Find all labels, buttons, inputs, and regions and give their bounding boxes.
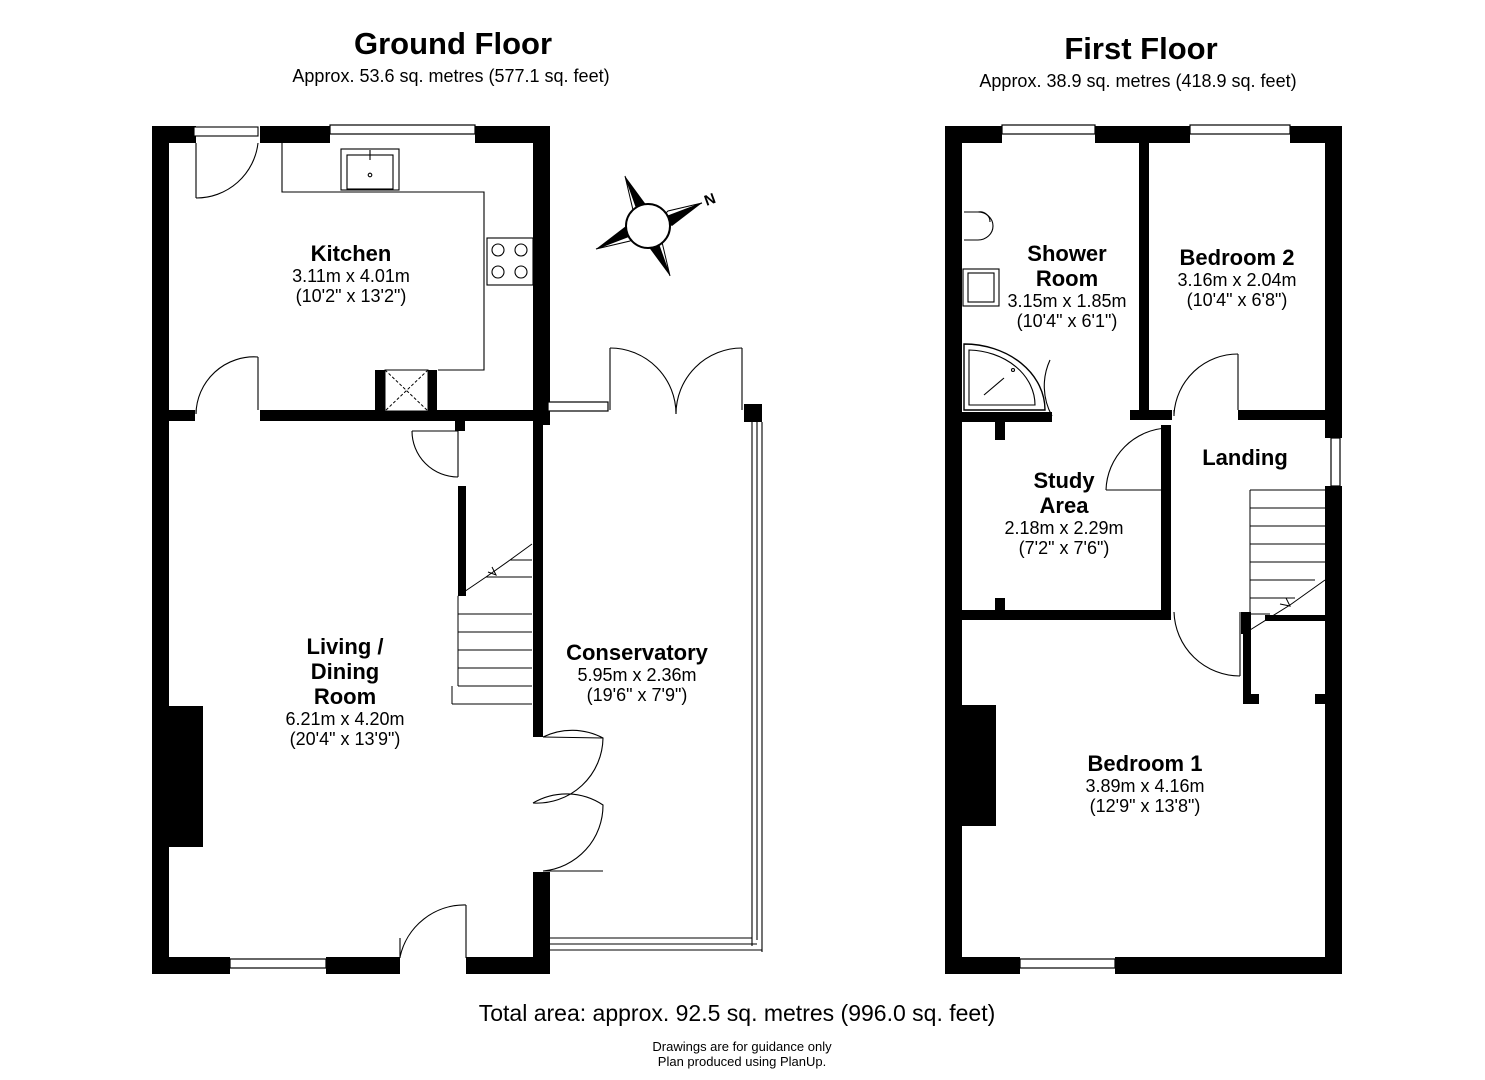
ground-floor-walls bbox=[152, 126, 762, 974]
room-size-imperial: (10'2" x 13'2") bbox=[295, 286, 407, 306]
ground-floor-plan bbox=[152, 124, 763, 974]
room-size-imperial: (10'4" x 6'1") bbox=[1016, 311, 1118, 331]
room-name-line: Study bbox=[1033, 468, 1095, 493]
produced-by-note: Plan produced using PlanUp. bbox=[657, 1054, 827, 1069]
room-label-landing: Landing bbox=[1202, 445, 1288, 470]
room-name: Landing bbox=[1202, 445, 1288, 470]
room-size-metric: 5.95m x 2.36m bbox=[577, 665, 697, 685]
room-name: Bedroom 1 bbox=[1087, 751, 1203, 776]
room-size-metric: 3.11m x 4.01m bbox=[292, 266, 410, 286]
room-name: Kitchen bbox=[310, 241, 392, 266]
first-floor-windows bbox=[1001, 124, 1341, 969]
total-area: Total area: approx. 92.5 sq. metres (996… bbox=[478, 1000, 996, 1026]
room-size-metric: 3.89m x 4.16m bbox=[1085, 776, 1205, 796]
kitchen-fittings bbox=[281, 143, 534, 371]
first-floor-area: Approx. 38.9 sq. metres (418.9 sq. feet) bbox=[979, 71, 1297, 91]
room-name: Bedroom 2 bbox=[1179, 245, 1295, 270]
room-size-metric: 3.16m x 2.04m bbox=[1177, 270, 1297, 290]
room-name-line: Area bbox=[1039, 493, 1089, 518]
room-label-conservatory: Conservatory 5.95m x 2.36m (19'6" x 7'9"… bbox=[566, 640, 708, 705]
room-label-study-area: Study Area 2.18m x 2.29m (7'2" x 7'6") bbox=[1004, 468, 1123, 558]
compass-north-label: N bbox=[702, 190, 718, 210]
ground-floor-title: Ground Floor bbox=[353, 26, 553, 61]
disclaimer-note: Drawings are for guidance only bbox=[652, 1039, 832, 1054]
first-floor-plan bbox=[945, 124, 1342, 974]
ground-floor-windows bbox=[229, 124, 609, 969]
room-label-bedroom-2: Bedroom 2 3.16m x 2.04m (10'4" x 6'8") bbox=[1177, 245, 1296, 310]
room-size-imperial: (20'4" x 13'9") bbox=[289, 729, 401, 749]
room-name-line: Room bbox=[313, 684, 377, 709]
room-name-line: Living / bbox=[306, 634, 384, 659]
room-size-metric: 3.15m x 1.85m bbox=[1007, 291, 1127, 311]
room-size-imperial: (10'4" x 6'8") bbox=[1186, 290, 1288, 310]
ground-floor-doors bbox=[193, 126, 743, 958]
compass-rose: N bbox=[595, 175, 718, 277]
first-floor-doors bbox=[1043, 353, 1241, 677]
first-floor-walls bbox=[945, 126, 1342, 974]
room-size-imperial: (12'9" x 13'8") bbox=[1089, 796, 1201, 816]
room-name-line: Shower bbox=[1027, 241, 1107, 266]
room-label-bedroom-1: Bedroom 1 3.89m x 4.16m (12'9" x 13'8") bbox=[1085, 751, 1204, 816]
room-size-metric: 6.21m x 4.20m bbox=[285, 709, 405, 729]
conservatory-glazing bbox=[550, 422, 763, 952]
room-name-line: Room bbox=[1035, 266, 1099, 291]
shower-room-fittings bbox=[962, 211, 1046, 411]
first-floor-title: First Floor bbox=[1064, 31, 1218, 66]
room-size-imperial: (7'2" x 7'6") bbox=[1018, 538, 1110, 558]
ground-floor-area: Approx. 53.6 sq. metres (577.1 sq. feet) bbox=[292, 66, 610, 86]
room-name: Conservatory bbox=[566, 640, 708, 665]
ground-floor-stairs bbox=[451, 543, 533, 705]
room-size-imperial: (19'6" x 7'9") bbox=[586, 685, 688, 705]
room-label-shower-room: Shower Room 3.15m x 1.85m (10'4" x 6'1") bbox=[1007, 241, 1126, 331]
kitchen-cupboard bbox=[375, 369, 437, 412]
first-floor-stairs bbox=[1249, 489, 1326, 631]
room-label-kitchen: Kitchen 3.11m x 4.01m (10'2" x 13'2") bbox=[292, 241, 410, 306]
room-label-living-dining: Living / Dining Room 6.21m x 4.20m (20'4… bbox=[285, 634, 404, 749]
room-size-metric: 2.18m x 2.29m bbox=[1004, 518, 1124, 538]
room-name-line: Dining bbox=[310, 659, 380, 684]
